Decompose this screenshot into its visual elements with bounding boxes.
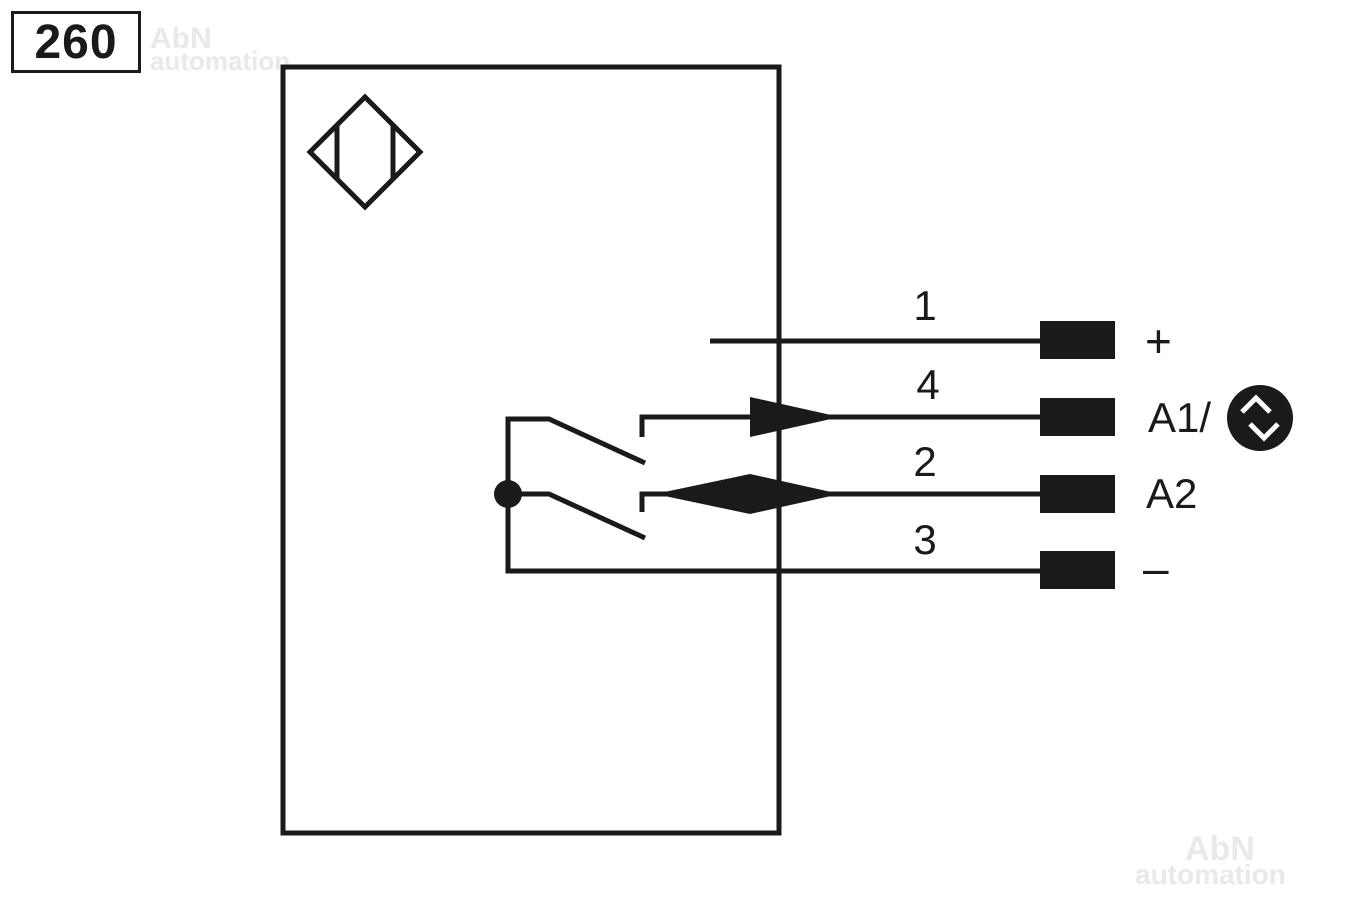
- watermark-top-line1: AbN: [150, 22, 212, 55]
- terminal-pin-4: [1040, 398, 1115, 436]
- pin-number-4: 4: [916, 361, 939, 408]
- pin-function-a2: A2: [1146, 470, 1197, 517]
- terminal-pin-3: [1040, 551, 1115, 589]
- watermark-bottom-line2: automation: [1135, 859, 1286, 890]
- wire-pin-3: [505, 494, 1043, 574]
- programmable-output-icon: [1227, 385, 1293, 451]
- watermark-top: AbN automation: [150, 22, 290, 76]
- watermark-bottom: AbN automation: [1135, 830, 1286, 890]
- pin-number-1: 1: [913, 282, 936, 329]
- output-diamond-a2: [655, 474, 840, 514]
- output-arrow-a1: [750, 397, 840, 437]
- pin-function-plus: +: [1145, 315, 1172, 367]
- pin-function-minus: –: [1143, 542, 1169, 594]
- wire-pin-4: [639, 397, 1043, 437]
- pin-function-a1: A1/: [1148, 394, 1211, 441]
- sensor-housing: [280, 64, 782, 836]
- watermark-top-line2: automation: [150, 46, 290, 76]
- diagram-number: 260: [34, 15, 118, 69]
- diagram-number-badge: 260: [11, 11, 141, 73]
- terminal-pin-2: [1040, 475, 1115, 513]
- pin-number-3: 3: [913, 516, 936, 563]
- switch-contacts: [505, 416, 647, 541]
- inductive-sensor-symbol-icon: [306, 93, 424, 211]
- wire-pin-2: [639, 474, 1043, 514]
- terminal-pin-1: [1040, 321, 1115, 359]
- pin-number-2: 2: [913, 438, 936, 485]
- watermark-bottom-line1: AbN: [1185, 830, 1255, 868]
